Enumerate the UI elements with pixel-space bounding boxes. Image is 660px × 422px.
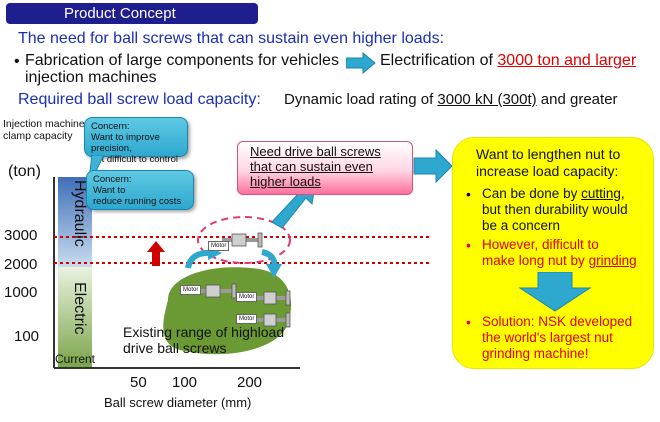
ballscrew-left-icon xyxy=(200,283,237,299)
need-line-1: Need drive ball screws xyxy=(250,144,381,159)
grinding-pre: make long nut by xyxy=(482,253,589,268)
concern-line: but difficult to control xyxy=(91,154,178,165)
bullet-1: • xyxy=(466,186,471,202)
solution-item-grinding: However, difficult to make long nut by g… xyxy=(482,237,637,269)
requirement-label: Required ball screw load capacity: xyxy=(18,91,261,108)
need-line-3: higher loads xyxy=(250,174,321,189)
cutting-word: cutting xyxy=(581,186,621,201)
nsk-line-1: Solution: NSK developed xyxy=(482,314,633,329)
clamp-label-line-1: Injection machine xyxy=(3,118,85,130)
solution-title: Want to lengthen nut to increase load ca… xyxy=(476,146,620,180)
bullet-2: • xyxy=(466,237,471,253)
concern-title: Concern: xyxy=(93,174,132,185)
y-tick-2000: 2000 xyxy=(4,256,38,273)
requirement-value-line: Dynamic load rating of 3000 kN (300t) an… xyxy=(284,91,618,108)
concern-line: Want to improve precision, xyxy=(91,132,160,154)
current-label: Current xyxy=(55,352,96,366)
down-arrow-icon xyxy=(518,272,592,312)
increase-arrow-icon xyxy=(147,241,165,266)
solution-box xyxy=(452,137,654,369)
cutting-line-3: be a concern xyxy=(482,218,561,233)
concern-callout-costs: Concern: Want to reduce running costs xyxy=(86,170,194,210)
concern-callout-precision: Concern: Want to improve precision, but … xyxy=(84,117,188,165)
concern-line: reduce running costs xyxy=(93,196,182,207)
need-box-text: Need drive ball screws that can sustain … xyxy=(250,144,381,189)
target-range-ellipse xyxy=(197,216,291,264)
cutting-line-1: Can be done by cutting, xyxy=(482,186,628,202)
to-solution-arrow-icon xyxy=(413,148,453,184)
existing-range-line-2: drive ball screws xyxy=(123,340,227,356)
upgrade-arrow-right-head xyxy=(266,264,282,278)
existing-range-line-1: Existing range of highload xyxy=(123,324,285,340)
concern-line: Want to xyxy=(93,185,126,196)
requirement-value: 3000 kN (300t) xyxy=(437,91,537,108)
concern-title: Concern: xyxy=(91,121,130,132)
x-tick-100: 100 xyxy=(172,374,198,391)
y-tick-3000: 3000 xyxy=(4,227,38,244)
solution-title-line-1: Want to lengthen nut to xyxy=(476,146,621,162)
fabrication-line-2: injection machines xyxy=(25,69,157,86)
clamp-capacity-label: Injection machine clamp capacity xyxy=(3,118,85,142)
electrification-text: Electrification of 3000 ton and larger xyxy=(380,52,636,70)
bullet-3: • xyxy=(466,314,471,330)
solution-title-line-2: increase load capacity: xyxy=(476,163,619,179)
grinding-line-2: make long nut by grinding xyxy=(482,253,637,269)
electric-band xyxy=(58,267,92,367)
cutting-post: , xyxy=(620,186,625,201)
ballscrew-top-icon xyxy=(222,232,263,248)
solution-item-cutting: Can be done by cutting, but then durabil… xyxy=(482,186,628,234)
existing-range-label: Existing range of highload drive ball sc… xyxy=(123,324,284,356)
headline: The need for ball screws that can sustai… xyxy=(18,30,445,47)
y-tick-1000: 1000 xyxy=(4,284,38,301)
motor-label-right-b: Motor xyxy=(236,314,258,324)
ballscrew-right-b-icon xyxy=(254,312,291,328)
y-tick-100: 100 xyxy=(14,328,40,345)
nsk-line-2: the world's largest nut xyxy=(482,330,613,345)
x-tick-50: 50 xyxy=(130,374,147,391)
requirement-prefix: Dynamic load rating of xyxy=(284,91,438,108)
need-box xyxy=(237,141,413,195)
fabrication-bullet: • xyxy=(14,53,20,70)
electrification-highlight: 3000 ton and larger xyxy=(497,52,637,69)
hydraulic-label: Hydraulic xyxy=(71,180,88,247)
x-tick-200: 200 xyxy=(237,374,263,391)
cutting-line-2: but then durability would xyxy=(482,202,628,217)
motor-label-left: Motor xyxy=(180,285,202,295)
nsk-line-3: grinding machine! xyxy=(482,346,589,361)
solution-item-nsk: Solution: NSK developed the world's larg… xyxy=(482,314,632,362)
clamp-label-line-2: clamp capacity xyxy=(3,130,73,142)
x-axis-label: Ball screw diameter (mm) xyxy=(104,395,252,410)
fabrication-arrow-icon xyxy=(346,52,376,74)
grinding-line-1: However, difficult to xyxy=(482,237,599,252)
requirement-suffix: and greater xyxy=(536,91,618,108)
grinding-word: grinding xyxy=(588,253,637,268)
electrification-prefix: Electrification of xyxy=(380,52,498,69)
cutting-pre: Can be done by xyxy=(482,186,582,201)
motor-label-right-a: Motor xyxy=(236,292,258,302)
motor-label-top: Motor xyxy=(208,241,230,251)
section-title-badge: Product Concept xyxy=(6,3,258,24)
y-axis-unit: (ton) xyxy=(8,163,41,180)
ballscrew-right-a-icon xyxy=(254,290,291,306)
need-line-2: that can sustain even xyxy=(250,159,373,174)
fabrication-line-1: Fabrication of large components for vehi… xyxy=(25,52,339,69)
